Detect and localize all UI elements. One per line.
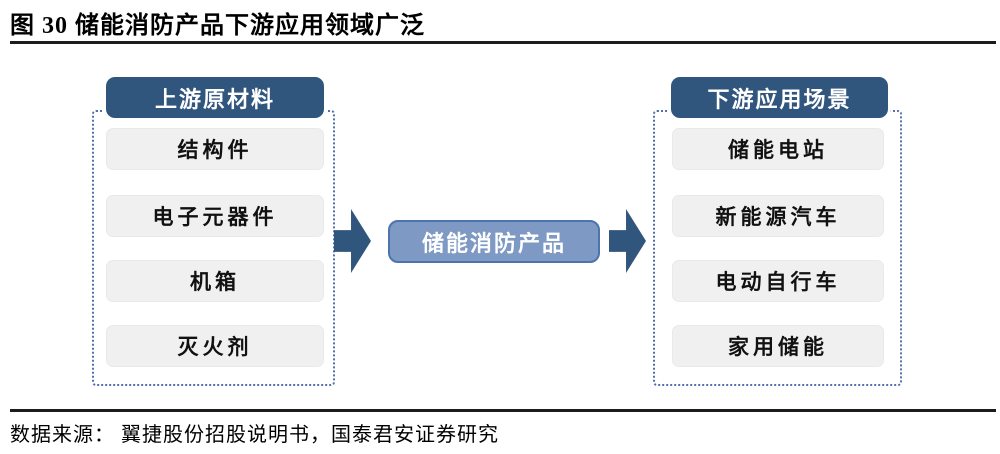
upstream-item-extinguishing-agent: 灭火剂	[106, 325, 324, 367]
upstream-item-structural-parts: 结构件	[106, 128, 324, 170]
downstream-header: 下游应用场景	[671, 77, 888, 118]
downstream-item-electric-bicycle: 电动自行车	[672, 260, 884, 302]
upstream-item-chassis: 机箱	[106, 260, 324, 302]
downstream-item-energy-storage-station: 储能电站	[672, 128, 884, 170]
title-divider	[10, 41, 996, 44]
data-source-text: 数据来源： 翼捷股份招股说明书，国泰君安证券研究	[10, 424, 499, 446]
downstream-item-home-energy-storage: 家用储能	[672, 325, 884, 367]
upstream-item-electronic-components: 电子元器件	[106, 195, 324, 237]
arrow-right-icon	[609, 209, 646, 273]
source-divider	[10, 409, 996, 412]
figure-title: 图 30 储能消防产品下游应用领域广泛	[10, 13, 425, 39]
upstream-header: 上游原材料	[106, 77, 324, 118]
arrow-right-icon	[334, 209, 371, 273]
downstream-item-new-energy-vehicle: 新能源汽车	[672, 195, 884, 237]
center-product-node: 储能消防产品	[388, 220, 600, 263]
